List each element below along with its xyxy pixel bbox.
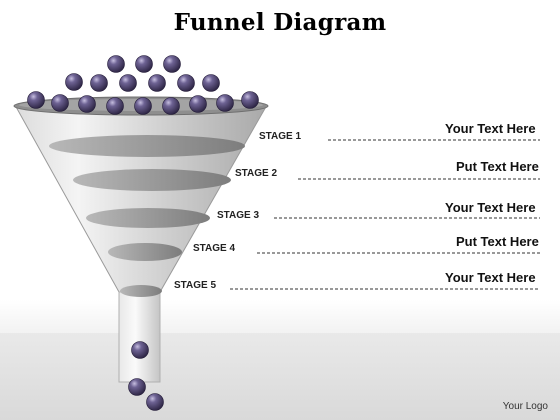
stage-label-3: STAGE 3 — [217, 210, 260, 221]
page-title: Funnel Diagram — [173, 9, 387, 36]
ball — [163, 55, 181, 73]
funnel-band-1 — [49, 135, 245, 157]
funnel-band-2 — [73, 169, 231, 191]
ball — [90, 74, 108, 92]
ball — [131, 341, 149, 359]
ball — [241, 91, 259, 109]
ball — [162, 97, 180, 115]
ball — [27, 91, 45, 109]
stage-text-2[interactable]: Put Text Here — [456, 159, 539, 174]
funnel-band-4 — [108, 243, 182, 261]
ball — [189, 95, 207, 113]
ball — [148, 74, 166, 92]
stage-label-4: STAGE 4 — [193, 243, 236, 254]
funnel-band-3 — [86, 208, 210, 228]
stage-label-2: STAGE 2 — [235, 168, 278, 179]
stage-label-1: STAGE 1 — [259, 131, 302, 142]
funnel-spout — [118, 291, 161, 383]
ball — [134, 97, 152, 115]
ball — [177, 74, 195, 92]
ball — [202, 74, 220, 92]
ball — [135, 55, 153, 73]
funnel-body — [14, 104, 268, 293]
ball — [119, 74, 137, 92]
funnel-band-5 — [120, 285, 162, 297]
ball — [51, 94, 69, 112]
stage-text-4[interactable]: Put Text Here — [456, 234, 539, 249]
stage-text-1[interactable]: Your Text Here — [445, 121, 536, 136]
floor-shadow — [0, 333, 560, 420]
stage-label-5: STAGE 5 — [174, 280, 217, 291]
ball — [146, 393, 164, 411]
stage-text-5[interactable]: Your Text Here — [445, 270, 536, 285]
stage-text-3[interactable]: Your Text Here — [445, 200, 536, 215]
ball — [65, 73, 83, 91]
ball — [216, 94, 234, 112]
ball — [107, 55, 125, 73]
ball — [128, 378, 146, 396]
logo-text: Your Logo — [502, 401, 548, 412]
ball — [78, 95, 96, 113]
balls — [27, 55, 259, 411]
ball — [106, 97, 124, 115]
